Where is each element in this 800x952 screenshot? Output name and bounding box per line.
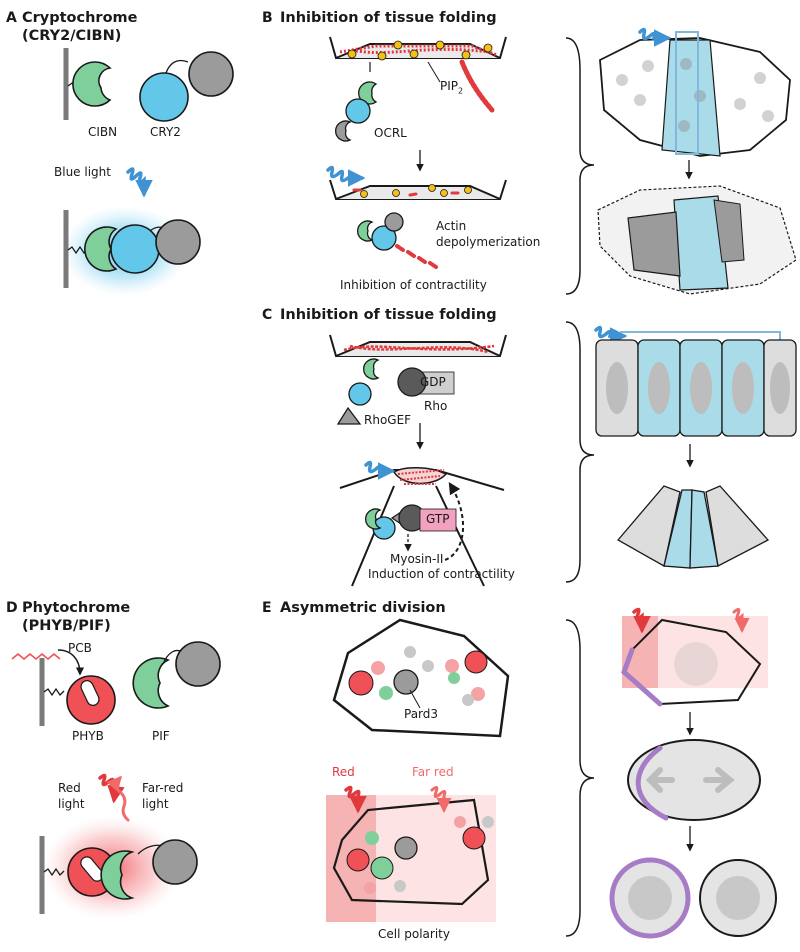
gtp-box bbox=[419, 508, 457, 532]
pcb-chain bbox=[11, 652, 61, 661]
pip2-label: PIP2 bbox=[440, 79, 464, 96]
gray-partner bbox=[188, 51, 234, 97]
actin-label-line2: depolymerization bbox=[436, 235, 541, 249]
pcb-label: PCB bbox=[68, 641, 92, 655]
panel-b-diagram bbox=[326, 36, 507, 269]
panel-a-title-line1: Cryptochrome bbox=[22, 10, 138, 26]
panel-b-letter: B bbox=[262, 10, 273, 26]
actin-label-line1: Actin bbox=[436, 219, 467, 233]
far-red-label-line1: Far-red bbox=[142, 781, 184, 795]
right-column-diagrams bbox=[565, 27, 797, 939]
gtp-label: GTP bbox=[426, 512, 450, 526]
cibn-label: CIBN bbox=[88, 125, 118, 139]
panel-a-letter: A bbox=[6, 10, 17, 26]
blue-light-wave-b bbox=[326, 165, 366, 187]
far-red-label: Far red bbox=[412, 765, 454, 779]
phyb-label: PHYB bbox=[72, 729, 104, 743]
panel-d-diagram bbox=[11, 641, 221, 920]
panel-c-letter: C bbox=[262, 307, 273, 323]
myosin-label: Myosin-II bbox=[390, 552, 444, 566]
red-light-wave-e bbox=[344, 785, 367, 814]
blue-light-wave bbox=[126, 167, 153, 198]
panel-d-letter: D bbox=[6, 600, 18, 616]
rhogef-label: RhoGEF bbox=[364, 413, 412, 427]
panel-b-caption: Inhibition of contractility bbox=[340, 278, 487, 292]
blue-light-label: Blue light bbox=[54, 165, 111, 179]
pard3-label: Pard3 bbox=[404, 707, 439, 721]
far-red-label-line2: light bbox=[142, 797, 169, 811]
panel-d-title-line1: Phytochrome bbox=[22, 600, 131, 616]
red-light-label-line1: Red bbox=[58, 781, 81, 795]
panel-c-caption: Induction of contractility bbox=[368, 567, 515, 581]
cry2-shape bbox=[139, 72, 189, 122]
ocrl-label: OCRL bbox=[374, 126, 407, 140]
cry2-label: CRY2 bbox=[150, 125, 181, 139]
panel-a-diagram bbox=[61, 48, 234, 296]
panel-c-diagram bbox=[329, 334, 507, 587]
panel-d-title-line2: (PHYB/PIF) bbox=[22, 618, 111, 634]
panel-a-title-line2: (CRY2/CIBN) bbox=[22, 28, 122, 44]
panel-c-title: Inhibition of tissue folding bbox=[280, 307, 497, 323]
panel-b-title: Inhibition of tissue folding bbox=[280, 10, 497, 26]
gdp-label: GDP bbox=[420, 375, 446, 389]
far-red-light-wave bbox=[106, 775, 130, 822]
red-light-wave bbox=[98, 773, 125, 804]
panel-e-caption: Cell polarity bbox=[378, 927, 450, 941]
cibn-shape bbox=[72, 61, 112, 107]
panel-e-title: Asymmetric division bbox=[280, 600, 446, 616]
red-light-label-line2: light bbox=[58, 797, 85, 811]
red-label: Red bbox=[332, 765, 355, 779]
panel-e-diagram bbox=[326, 618, 510, 922]
pif-label: PIF bbox=[152, 729, 170, 743]
far-red-light-wave-e bbox=[430, 785, 452, 813]
rho-label: Rho bbox=[424, 399, 448, 413]
panel-e-letter: E bbox=[262, 600, 272, 616]
pif-shape bbox=[132, 657, 170, 709]
blue-light-wave-c bbox=[364, 460, 396, 480]
